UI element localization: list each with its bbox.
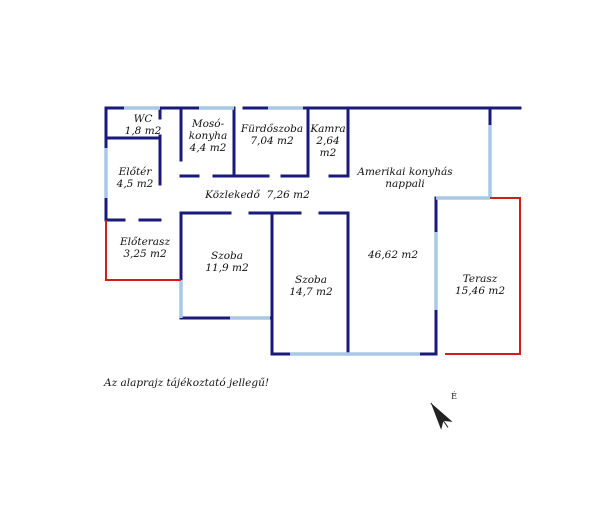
kamra-name: Kamra bbox=[310, 123, 346, 135]
nappali-label: Amerikai konyhás nappali bbox=[350, 166, 460, 190]
szoba2-area: 14,7 m2 bbox=[289, 286, 333, 298]
kozlekedo-text: Közlekedő 7,26 m2 bbox=[205, 189, 310, 201]
terrace-outline bbox=[105, 197, 521, 355]
eloterasz-label: Előterasz 3,25 m2 bbox=[112, 236, 178, 260]
kozlekedo-label: Közlekedő 7,26 m2 bbox=[200, 189, 315, 201]
eloterasz-name: Előterasz bbox=[120, 236, 170, 248]
terasz-label: Terasz 15,46 m2 bbox=[445, 273, 515, 297]
moso-label: Mosó- konyha 4,4 m2 bbox=[182, 118, 234, 154]
nappali-name-line1: Amerikai konyhás bbox=[357, 166, 453, 178]
windows bbox=[104, 106, 492, 356]
compass-icon bbox=[430, 402, 453, 430]
szoba1-name: Szoba bbox=[210, 250, 244, 262]
szoba2-label: Szoba 14,7 m2 bbox=[276, 274, 346, 298]
walls bbox=[104, 106, 522, 356]
wc-label: WC 1,8 m2 bbox=[118, 113, 168, 137]
nappali-name-line2: nappali bbox=[385, 178, 425, 190]
nappali-area: 46,62 m2 bbox=[367, 249, 419, 261]
szoba2-name: Szoba bbox=[294, 274, 328, 286]
furdo-area: 7,04 m2 bbox=[250, 135, 294, 147]
eloter-label: Előtér 4,5 m2 bbox=[110, 166, 160, 190]
wc-area: 1,8 m2 bbox=[124, 125, 162, 137]
furdo-name: Fürdőszoba bbox=[240, 123, 304, 135]
terasz-area: 15,46 m2 bbox=[454, 285, 506, 297]
kamra-label: Kamra 2,64 m2 bbox=[308, 123, 348, 159]
moso-name-line1: Mosó- bbox=[191, 118, 225, 130]
wc-name: WC bbox=[133, 113, 153, 125]
eloter-name: Előtér bbox=[118, 166, 152, 178]
moso-name-line2: konyha bbox=[188, 130, 228, 142]
szoba1-area: 11,9 m2 bbox=[205, 262, 249, 274]
terasz-name: Terasz bbox=[462, 273, 498, 285]
disclaimer-note: Az alaprajz tájékoztató jellegű! bbox=[104, 377, 270, 389]
eloter-area: 4,5 m2 bbox=[116, 178, 154, 190]
furdo-label: Fürdőszoba 7,04 m2 bbox=[236, 123, 308, 147]
kamra-area-line2: m2 bbox=[319, 147, 337, 159]
eloterasz-area: 3,25 m2 bbox=[123, 248, 167, 260]
moso-area: 4,4 m2 bbox=[189, 142, 227, 154]
szoba1-label: Szoba 11,9 m2 bbox=[192, 250, 262, 274]
compass-north-label: É bbox=[451, 392, 457, 401]
kamra-area-line1: 2,64 bbox=[316, 135, 340, 147]
